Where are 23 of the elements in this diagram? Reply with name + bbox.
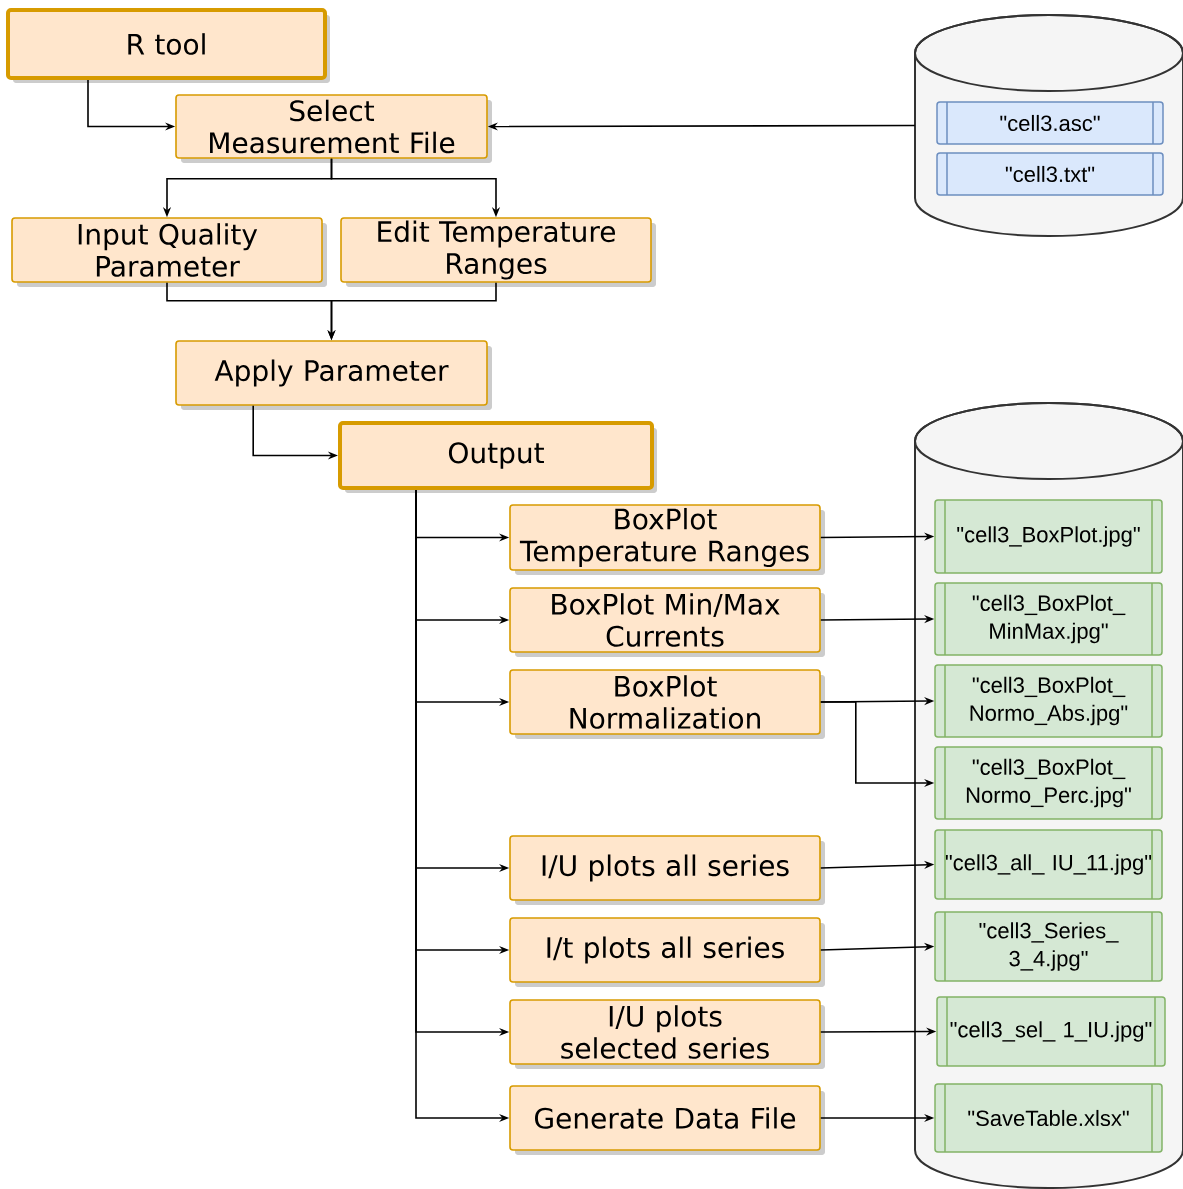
file-box: "cell3_all_ IU_11.jpg" [934, 829, 1163, 900]
process-box: I/U plots selected series [509, 999, 825, 1069]
file-box: "cell3_BoxPlot_ Normo_Perc.jpg" [934, 746, 1163, 820]
process-box: Generate Data File [509, 1085, 825, 1155]
file-box: "cell3_Series_ 3_4.jpg" [934, 911, 1163, 982]
process-box: BoxPlot Temperature Ranges [509, 504, 825, 575]
process-box: BoxPlot Min/Max Currents [509, 587, 825, 657]
file-box: "cell3.txt" [936, 152, 1164, 196]
process-box: Apply Parameter [175, 340, 492, 410]
file-box: "cell3_BoxPlot_ Normo_Abs.jpg" [934, 664, 1163, 738]
file-box: "cell3.asc" [936, 101, 1164, 145]
process-box: Input Quality Parameter [11, 217, 327, 287]
process-box: Edit Temperature Ranges [340, 217, 656, 287]
process-box: BoxPlot Normalization [509, 669, 825, 739]
process-box: R tool [6, 8, 330, 83]
file-box: "cell3_BoxPlot.jpg" [934, 499, 1163, 574]
process-box: Select Measurement File [175, 94, 492, 163]
file-box: "SaveTable.xlsx" [934, 1083, 1163, 1153]
file-box: "cell3_BoxPlot_ MinMax.jpg" [934, 582, 1163, 656]
process-box: Output [338, 421, 657, 493]
process-box: I/U plots all series [509, 835, 825, 905]
process-box: I/t plots all series [509, 917, 825, 987]
file-box: "cell3_sel_ 1_IU.jpg" [936, 996, 1166, 1067]
